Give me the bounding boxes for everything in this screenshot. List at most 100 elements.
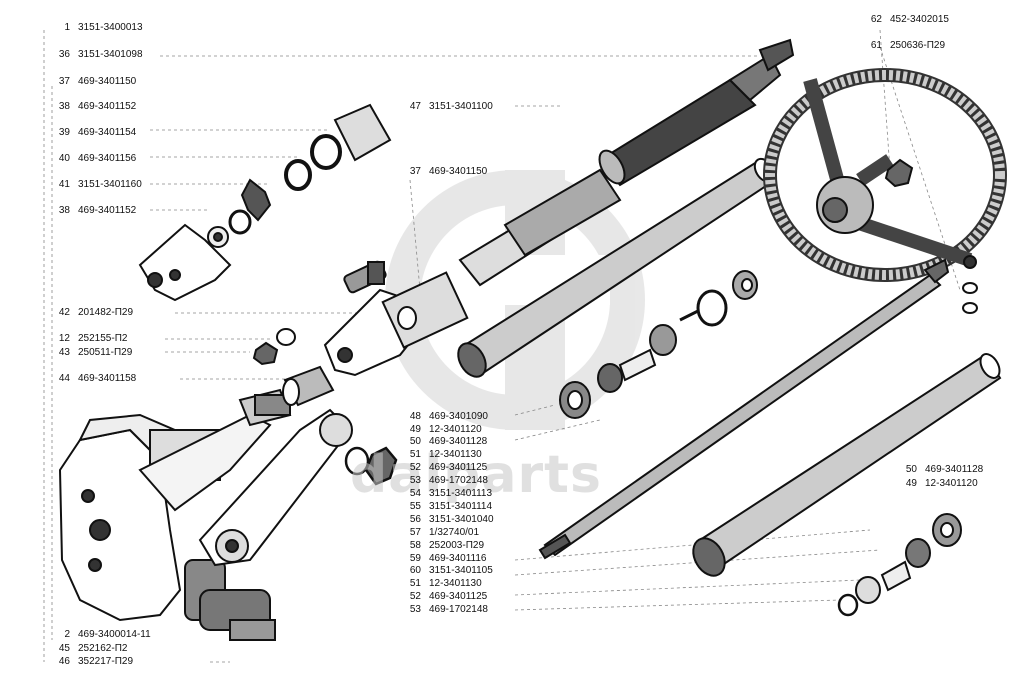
part-number: 51 [409, 578, 421, 589]
part-code: 3151-3401160 [78, 179, 142, 190]
part-number: 62 [870, 14, 882, 25]
part-number: 38 [58, 101, 70, 112]
part-label: 1 3151-3400013 [40, 22, 143, 34]
part-code: 12-3401120 [925, 478, 978, 489]
part-code: 469-3401154 [78, 127, 137, 138]
bracket-lines [43, 30, 53, 662]
part-number: 2 [64, 629, 70, 640]
part-code: 1/32740/01 [429, 527, 480, 538]
part-label: 53 469-1702148 [395, 604, 488, 616]
part-code: 3151-3401105 [429, 565, 493, 576]
part-code: 469-3401090 [429, 411, 488, 422]
part-label: 41 3151-3401160 [40, 179, 142, 191]
part-number: 52 [409, 462, 421, 473]
part-number: 57 [409, 527, 421, 538]
part-code: 252003-П29 [429, 540, 485, 551]
part-code: 252162-П2 [78, 643, 128, 654]
part-label: 50 469-3401128 [395, 436, 487, 448]
part-number: 43 [58, 347, 70, 358]
part-number: 58 [409, 540, 421, 551]
part-number: 54 [409, 488, 421, 499]
part-label: 37 469-3401150 [395, 166, 487, 178]
part-code: 469-3401125 [429, 462, 488, 473]
part-code: 12-3401120 [429, 424, 482, 435]
part-number: 45 [58, 643, 70, 654]
part-label: 57 1/32740/01 [395, 527, 479, 539]
part-code: 352217-П29 [78, 656, 134, 667]
part-label: 44 469-3401158 [40, 373, 136, 385]
part-code: 469-3401128 [429, 436, 488, 447]
part-code: 12-3401130 [429, 578, 482, 589]
part-code: 469-3401150 [429, 166, 488, 177]
part-number: 61 [870, 40, 882, 51]
part-code: 3151-3401040 [429, 514, 494, 525]
pitman-arm [198, 408, 353, 567]
part-code: 3151-3401100 [429, 101, 493, 112]
part-number: 40 [58, 153, 70, 164]
part-label: 38 469-3401152 [40, 205, 136, 217]
part-label: 58 252003-П29 [395, 540, 484, 552]
steering-wheel [763, 68, 1007, 282]
part-code: 469-3401156 [78, 153, 137, 164]
part-code: 469-1702148 [429, 604, 488, 615]
part-number: 53 [409, 604, 421, 615]
part-code: 469-3401158 [78, 373, 137, 384]
gearbox-input-shaft [238, 388, 292, 427]
part-number: 37 [409, 166, 421, 177]
part-number: 1 [64, 22, 70, 33]
part-number: 55 [409, 501, 421, 512]
part-number: 39 [58, 127, 70, 138]
part-code: 250636-П29 [890, 40, 946, 51]
lower-bearing-parts [837, 513, 962, 617]
part-code: 469-3401116 [429, 553, 487, 564]
part-number: 41 [58, 179, 70, 190]
part-number: 50 [409, 436, 421, 447]
part-label: 54 3151-3401113 [395, 488, 492, 500]
part-code: 3151-3401113 [429, 488, 493, 499]
part-number: 38 [58, 205, 70, 216]
part-code: 3151-3400013 [78, 22, 143, 33]
watermark-text: dalparts [350, 445, 602, 505]
part-code: 250511-П29 [78, 347, 133, 358]
part-code: 469-3401150 [78, 76, 137, 87]
part-code: 469-3401128 [925, 464, 984, 475]
part-label: 51 12-3401130 [395, 578, 482, 590]
part-number: 52 [409, 591, 421, 602]
part-number: 44 [58, 373, 70, 384]
part-code: 469-3401152 [78, 205, 137, 216]
part-label: 43 250511-П29 [40, 347, 132, 359]
part-label: 50 469-3401128 [895, 464, 983, 476]
part-label: 52 469-3401125 [395, 462, 487, 474]
steering-shaft-long [538, 255, 978, 560]
part-number: 59 [409, 553, 421, 564]
pitman-nut-washers [344, 446, 398, 486]
bearing-parts [559, 270, 758, 419]
part-label: 56 3151-3401040 [395, 514, 494, 526]
part-label: 59 469-3401116 [395, 553, 487, 565]
part-number: 50 [905, 464, 917, 475]
part-label: 52 469-3401125 [395, 591, 487, 603]
part-label: 61 250636-П29 [860, 40, 945, 52]
part-label: 39 469-3401154 [40, 127, 136, 139]
part-number: 36 [58, 49, 70, 60]
sleeve-part [282, 365, 335, 407]
middle-cardan-joint [252, 260, 469, 377]
intermediate-shaft-upper [458, 38, 795, 287]
part-code: 469-3401125 [429, 591, 488, 602]
part-number: 56 [409, 514, 421, 525]
